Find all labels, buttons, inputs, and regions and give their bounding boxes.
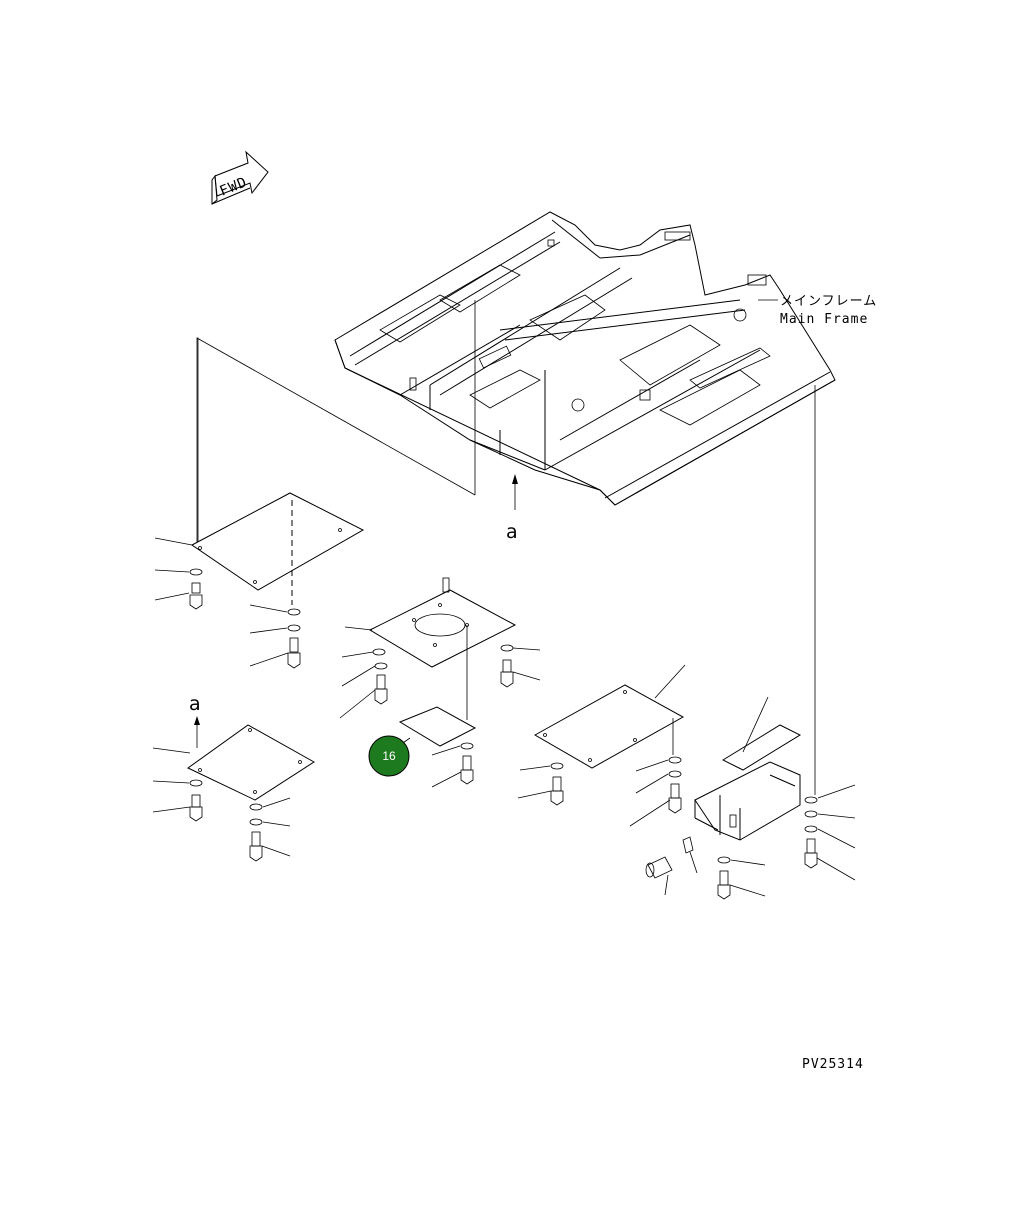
- view-a-label-left: a: [189, 693, 201, 715]
- view-a-label-top: a: [506, 521, 518, 543]
- small-cover-plate: [398, 706, 477, 788]
- fastener-group-upper-left: [154, 568, 301, 669]
- fastener-group-lower-left: [152, 779, 291, 862]
- main-frame-jp-label: メインフレーム: [780, 294, 877, 309]
- cover-plate-middle-right: [533, 664, 686, 769]
- fastener-group-center: [339, 644, 541, 719]
- callout-badge-circle: [368, 735, 410, 777]
- fastener-group-middle-right: [517, 756, 682, 827]
- cover-plate-upper-left: [154, 492, 365, 605]
- fwd-label: FWD: [218, 174, 250, 199]
- bracket-assembly-right: [682, 696, 802, 874]
- center-cover-plate: [344, 577, 517, 720]
- main-frame-en-label: Main Frame: [780, 312, 868, 327]
- fwd-arrow-icon: FWD: [211, 150, 269, 206]
- callout-number: 16: [382, 749, 396, 763]
- cover-plate-lower-left: [152, 724, 315, 801]
- fastener-group-right: [645, 784, 856, 900]
- drawing-number: PV25314: [802, 1057, 864, 1072]
- callout-badge[interactable]: 16: [368, 735, 411, 777]
- main-frame: [334, 211, 836, 506]
